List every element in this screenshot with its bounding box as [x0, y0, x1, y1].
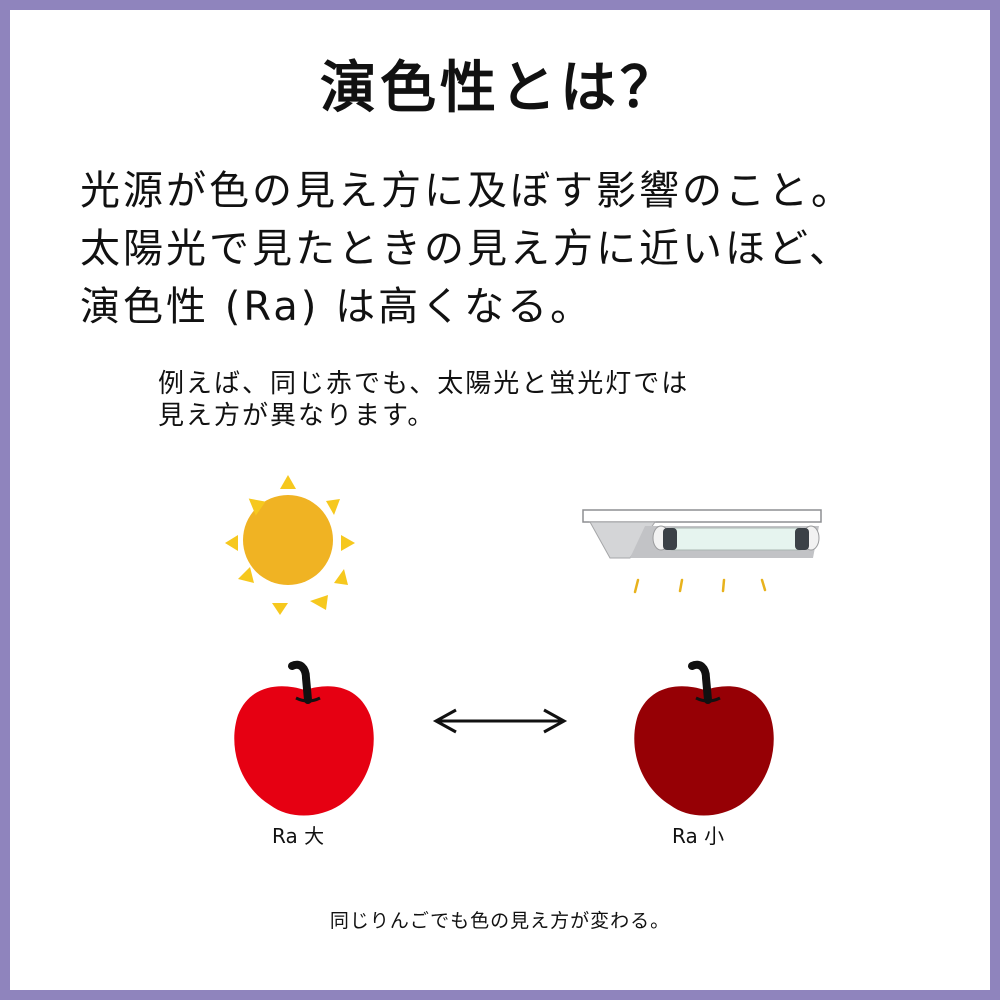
intro-line: 光源が色の見え方に及ぼす影響のこと。 — [80, 168, 854, 214]
intro-line: 太陽光で見たときの見え方に近いほど、 — [80, 226, 852, 272]
ra-high-label: Ra 大 — [272, 824, 325, 848]
sun-icon — [210, 465, 370, 615]
intro-text: 光源が色の見え方に及ぼす影響のこと。 太陽光で見たときの見え方に近いほど、 演色… — [80, 162, 960, 336]
apple-icon — [634, 660, 774, 816]
intro-line: 演色性 (Ra) は高くなる。 — [80, 284, 594, 330]
caption: 同じりんごでも色の見え方が変わる。 — [329, 910, 671, 932]
example-line: 例えば、同じ赤でも、太陽光と蛍光灯では — [158, 369, 690, 399]
apple-high-ra — [230, 660, 380, 830]
example-text: 例えば、同じ赤でも、太陽光と蛍光灯では 見え方が異なります。 — [158, 368, 878, 432]
apple-icon — [234, 660, 374, 816]
example-line: 見え方が異なります。 — [158, 401, 436, 431]
page-title: 演色性とは？ — [320, 56, 680, 121]
double-arrow-icon — [430, 706, 570, 736]
content-panel — [10, 10, 990, 990]
apple-low-ra — [630, 660, 780, 830]
ra-low-label: Ra 小 — [672, 824, 725, 848]
fluorescent-lamp-icon — [575, 500, 840, 610]
